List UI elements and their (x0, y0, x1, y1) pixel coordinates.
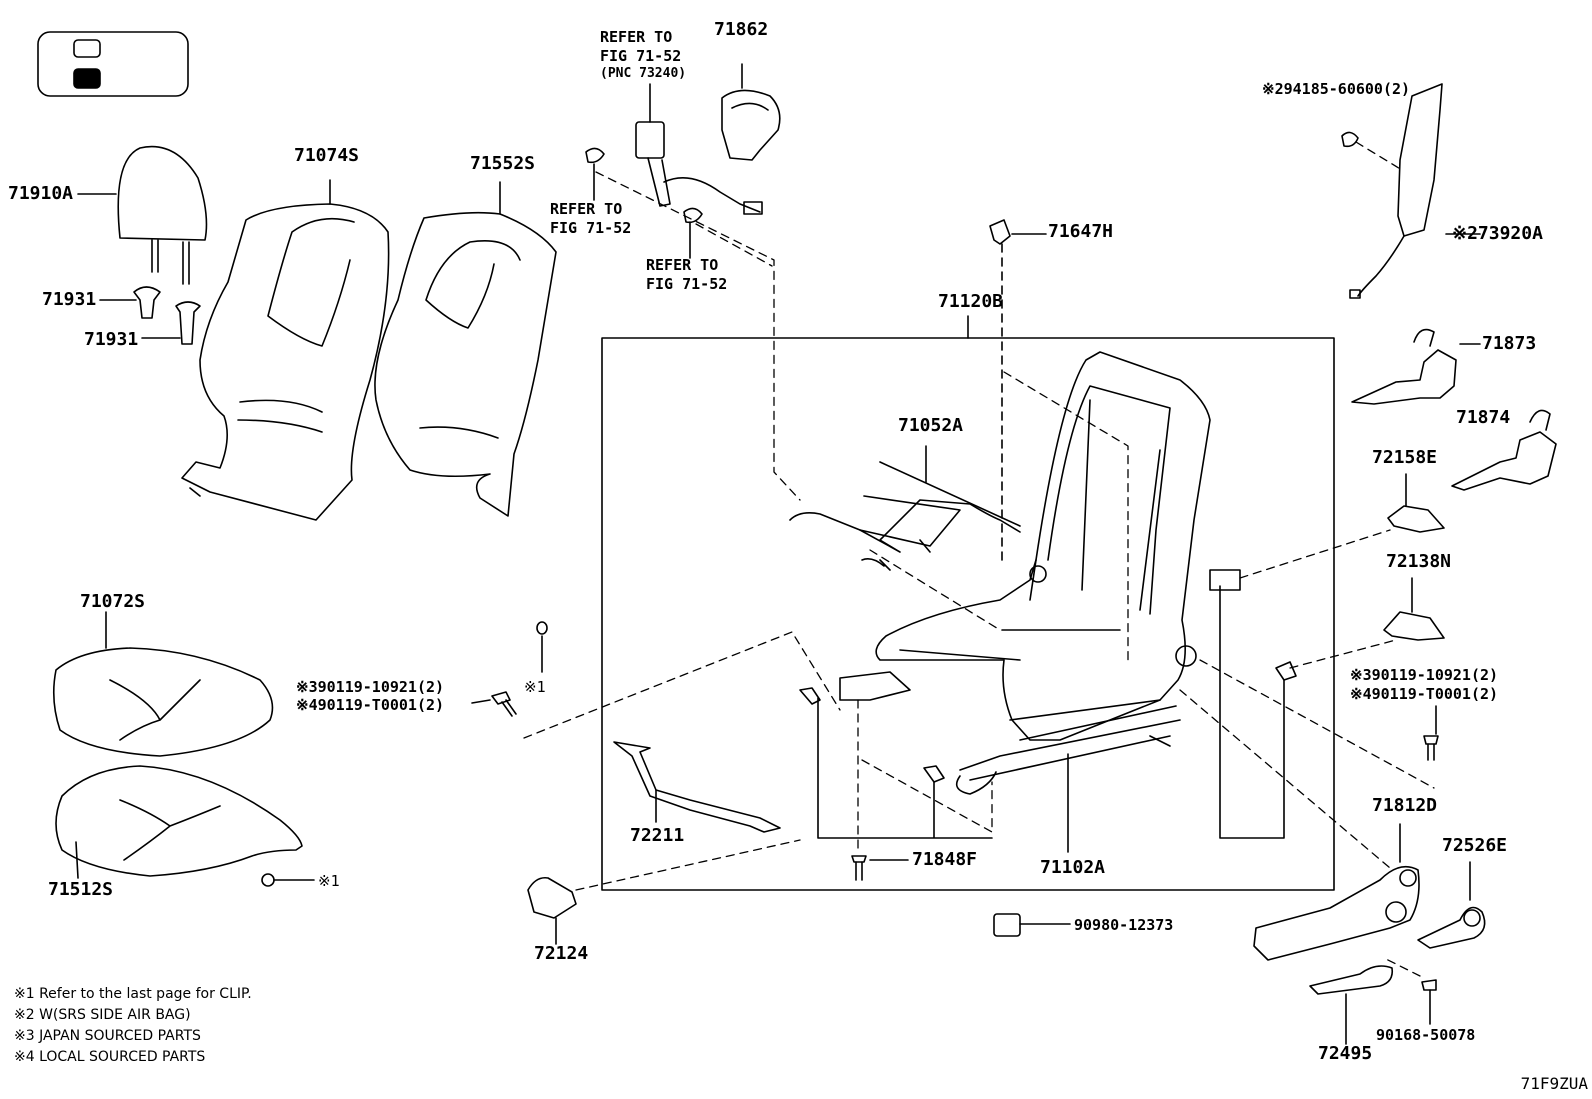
label-bolt-right-japan: ※390119-10921(2) (1350, 666, 1499, 684)
clip-rear (1209, 569, 1297, 681)
cover-72124 (527, 876, 577, 945)
clip-small (536, 621, 548, 673)
label-71848F: 71848F (912, 849, 978, 870)
rod-72211 (613, 741, 781, 833)
bracket-small (799, 687, 945, 783)
clip-71647H (989, 219, 1047, 245)
label-72138N: 72138N (1386, 551, 1452, 572)
label-71931-upper: 71931 (42, 289, 97, 310)
bolt-right (1423, 705, 1439, 761)
label-71120B: 71120B (938, 291, 1004, 312)
refer-left-line1: REFER TO (550, 200, 623, 218)
side-cover-71812D (1253, 823, 1420, 961)
label-71931-lower: 71931 (84, 329, 139, 350)
label-bolt-left-local: ※490119-T0001(2) (296, 696, 445, 714)
refer-top-line3: (PNC 73240) (600, 66, 687, 81)
seat-cushion-cover (55, 765, 315, 887)
label-71910A: 71910A (8, 183, 74, 204)
footnote-4: ※4 LOCAL SOURCED PARTS (14, 1049, 206, 1065)
label-71552S: 71552S (470, 153, 536, 174)
cover-72138N (1383, 577, 1445, 641)
side-airbag (1341, 83, 1481, 299)
label-90168-50078: 90168-50078 (1376, 1026, 1476, 1044)
knob-72526E (1417, 861, 1486, 949)
footnote-3: ※3 JAPAN SOURCED PARTS (14, 1028, 201, 1044)
label-72124: 72124 (534, 943, 589, 964)
clip-mark-1: ※1 (524, 678, 546, 696)
label-71812D: 71812D (1372, 795, 1438, 816)
label-71873: 71873 (1482, 333, 1537, 354)
refer-top-line2: FIG 71-52 (600, 47, 682, 65)
seat-belt-buckle (585, 83, 763, 259)
label-71647H: 71647H (1048, 221, 1114, 242)
label-71052A: 71052A (898, 415, 964, 436)
label-bolt-left-japan: ※390119-10921(2) (296, 678, 445, 696)
dashed-leaders (523, 141, 1435, 977)
label-90980-12373: 90980-12373 (1074, 916, 1174, 934)
label-94185-60600: ※294185-60600(2) (1262, 80, 1411, 98)
refer-mid-line1: REFER TO (646, 256, 719, 274)
label-71874: 71874 (1456, 407, 1511, 428)
bracket-71862 (721, 63, 781, 161)
refer-mid-line2: FIG 71-52 (646, 275, 728, 293)
label-71072S: 71072S (80, 591, 146, 612)
frame-group-box (601, 337, 1335, 891)
refer-top-line1: REFER TO (600, 28, 673, 46)
label-73920A: ※273920A (1452, 223, 1543, 244)
cover-72495 (1309, 965, 1394, 1045)
seat-cushion-pad (52, 611, 274, 757)
lever-71873 (1351, 328, 1481, 405)
bolt-left (471, 691, 517, 717)
bolt-71848F (851, 855, 909, 881)
footnote-1: ※1 Refer to the last page for CLIP. (14, 986, 252, 1002)
seatback-pad (374, 181, 557, 517)
label-72158E: 72158E (1372, 447, 1438, 468)
lever-71874 (1451, 409, 1557, 491)
refer-left-line2: FIG 71-52 (550, 219, 632, 237)
label-71102A: 71102A (1040, 857, 1106, 878)
label-bolt-right-local: ※490119-T0001(2) (1350, 685, 1499, 703)
screw-90168 (1421, 979, 1437, 1025)
clip-mark-2: ※1 (318, 872, 340, 890)
footnote-2: ※2 W(SRS SIDE AIR BAG) (14, 1007, 191, 1023)
label-72495: 72495 (1318, 1043, 1373, 1064)
seatback-cover (181, 179, 390, 521)
connector-90980 (993, 913, 1071, 937)
label-72211: 72211 (630, 825, 685, 846)
cover-72158E (1387, 473, 1445, 533)
seat-spring (789, 445, 1021, 571)
headrest (77, 145, 208, 345)
label-72526E: 72526E (1442, 835, 1508, 856)
label-71512S: 71512S (48, 879, 114, 900)
footnotes: ※1 Refer to the last page for CLIP. ※2 W… (14, 984, 252, 1068)
label-71862: 71862 (714, 19, 769, 40)
seat-frame (839, 243, 1211, 795)
legend-box (37, 31, 189, 97)
figure-code: 71F9ZUA (1520, 1074, 1588, 1093)
label-71074S: 71074S (294, 145, 360, 166)
